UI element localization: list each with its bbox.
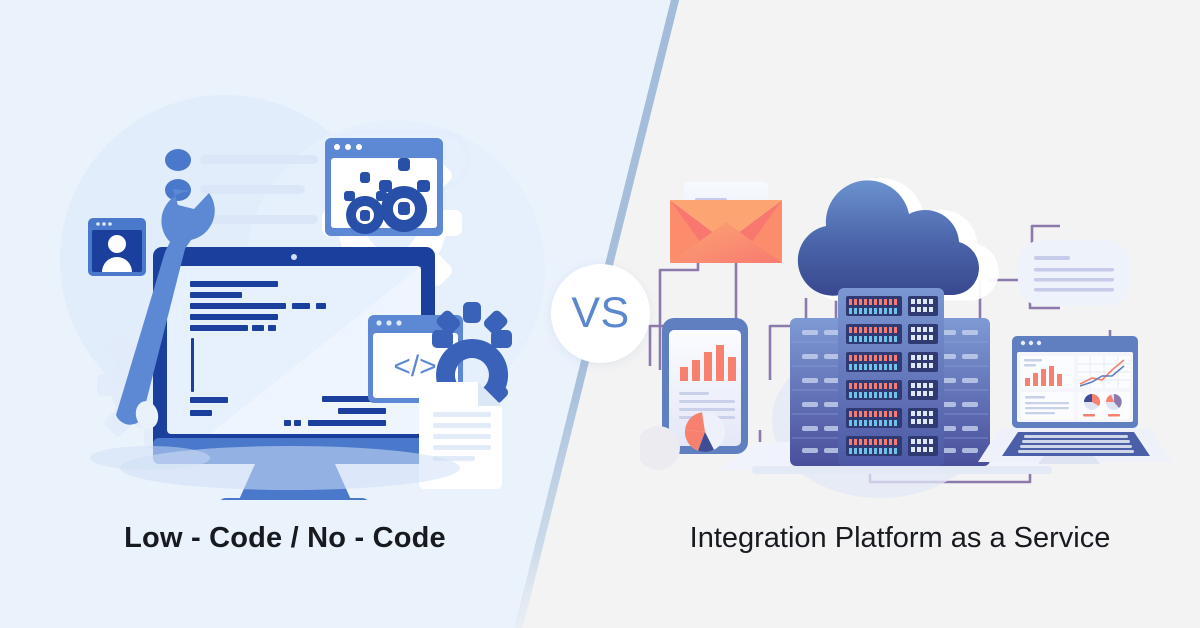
- user-profile-card: [88, 218, 146, 276]
- vs-label: VS: [571, 289, 630, 337]
- gears-browser-window: [325, 138, 443, 236]
- tablet-report: [662, 318, 748, 454]
- email-envelope-icon: [670, 200, 782, 263]
- server-rack-left: [790, 318, 852, 466]
- code-tag-label: </>: [393, 350, 436, 383]
- tablet-bar-chart: [680, 345, 736, 381]
- tablet-pie-chart: [684, 412, 725, 452]
- code-lines: [190, 281, 386, 426]
- desktop-monitor: [153, 247, 435, 500]
- ipaas-illustration: [640, 177, 1172, 498]
- laptop-dashboard: [978, 336, 1172, 464]
- chat-bubble-document: [1018, 240, 1130, 306]
- left-caption: Low - Code / No - Code: [124, 522, 446, 554]
- wrench-icon: [116, 189, 215, 429]
- cloud-icon: [797, 177, 999, 302]
- low-code-illustration: </>: [88, 138, 512, 500]
- vs-badge: VS: [551, 264, 650, 363]
- server-rack-center: [838, 288, 944, 466]
- right-caption: Integration Platform as a Service: [689, 522, 1111, 554]
